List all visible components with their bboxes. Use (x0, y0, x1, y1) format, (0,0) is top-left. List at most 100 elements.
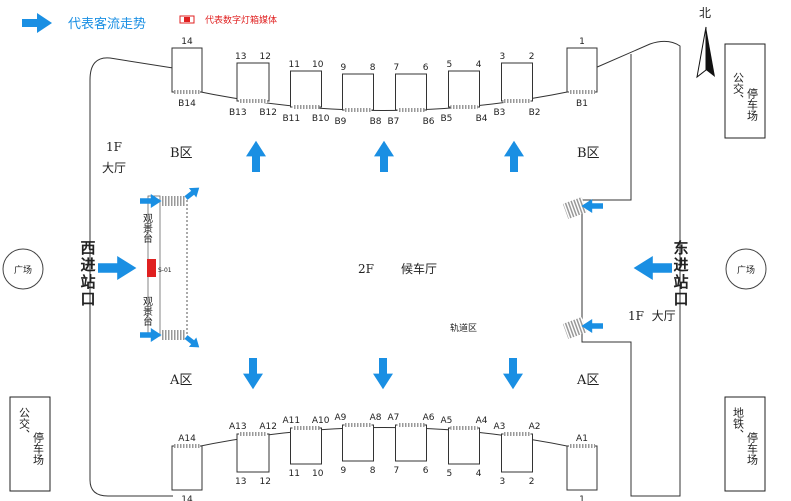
b-platform-num-7: 7 (394, 63, 400, 73)
a-platform-num-14: 14 (181, 495, 193, 501)
a-platform-code-A7: A7 (388, 413, 400, 423)
viewing-platform: 观景台 观景台 S-01 (141, 195, 188, 340)
bus-parking-top-right-line1: 公交、 (732, 72, 745, 105)
legend-flow-label: 代表客流走势 (68, 16, 146, 32)
a-platform-num-7: 7 (394, 466, 400, 476)
a-platform-box-4 (342, 424, 374, 462)
west-entrance-char-2: 进 (80, 256, 95, 274)
a-platform-num-3: 3 (500, 477, 506, 487)
legend: 代表客流走势 代表数字灯箱媒体 (22, 13, 277, 33)
b-platform-hatch-7 (503, 99, 531, 103)
legend-flow-arrow-icon (22, 13, 52, 33)
east-entrance-char-2: 进 (673, 256, 688, 274)
north-compass: 北 (696, 6, 715, 79)
a-platform-hatch-3 (292, 426, 320, 430)
b-platform-hatch-5 (397, 108, 425, 112)
west-lower-arrow-icon (140, 328, 162, 342)
bus-parking-bottom-left: 公交、 停车场 (9, 396, 51, 492)
b-platform-num-14: 14 (181, 37, 193, 47)
b-platform-num-5: 5 (447, 60, 453, 70)
waiting-hall-label: 候车厅 (401, 261, 437, 276)
zone-a-left: A区 (169, 373, 192, 388)
b-up-arrow-3-icon (504, 140, 524, 172)
plaza-left-label: 广场 (14, 264, 32, 276)
track-area-label: 轨道区 (450, 322, 477, 334)
bus-parking-top-right-line2: 停车场 (746, 87, 759, 122)
west-entrance-char-3: 站 (80, 273, 95, 291)
a-platform-hatch-5 (397, 423, 425, 427)
a-platform-num-5: 5 (447, 469, 453, 479)
b-platform-code-B6: B6 (423, 117, 435, 127)
a-platform-box-8 (566, 445, 598, 491)
bus-parking-bottom-left-line1: 公交、 (18, 407, 31, 440)
b-platform-box-3 (290, 70, 322, 108)
b-platform-num-11: 11 (289, 60, 300, 70)
a-platform-box-2 (236, 433, 270, 473)
north-label: 北 (699, 6, 711, 20)
b-platform-box-6 (448, 70, 480, 108)
west-entry-arrow-icon (98, 256, 137, 280)
lightbox-s01-icon (147, 259, 156, 277)
west-entrance-char-1: 西 (80, 239, 95, 257)
b-platform-hatch-2 (239, 99, 267, 103)
lightbox-code: S-01 (158, 267, 172, 274)
b-platform-num-1: 1 (579, 37, 585, 47)
north-arrow-icon (706, 27, 715, 77)
b-platform-box-5 (395, 73, 427, 111)
a-platform-code-A6: A6 (423, 413, 435, 423)
a-platform-num-1: 1 (579, 495, 585, 501)
bus-parking-top-right: 公交、 停车场 (724, 43, 766, 139)
building-outline (89, 40, 681, 497)
viewing-platform-bottom-label: 观景台 (141, 296, 153, 327)
a-platform-box-1 (171, 445, 203, 491)
a-platform-num-10: 10 (312, 469, 324, 479)
b-platform-code-B13: B13 (229, 108, 247, 118)
zone-b-right: B区 (577, 146, 600, 161)
a-platform-num-11: 11 (289, 469, 300, 479)
b-platform-num-2: 2 (529, 52, 535, 62)
a-platform-hatch-7 (503, 432, 531, 436)
a-platform-box-7 (501, 433, 533, 473)
b-platform-code-B11: B11 (283, 114, 301, 124)
b-platform-box-1 (171, 47, 203, 93)
b-platform-num-12: 12 (260, 52, 271, 62)
viewing-platform-top-label: 观景台 (141, 213, 153, 244)
a-platform-code-A11: A11 (283, 416, 301, 426)
b-platform-num-9: 9 (341, 63, 347, 73)
a-platform-hatch-8 (569, 444, 595, 448)
zone-b-left: B区 (170, 146, 193, 161)
plaza-left: 广场 (2, 248, 44, 290)
b-platform-num-6: 6 (423, 63, 429, 73)
b-platform-code-B8: B8 (370, 117, 382, 127)
east-entrance-char-1: 东 (673, 239, 688, 257)
b-platform-hatch-1 (174, 90, 200, 94)
east-entry-arrow-icon (633, 256, 672, 280)
a-down-arrow-2-icon (373, 358, 393, 390)
a-platform-hatch-2 (239, 432, 267, 436)
b-platform-hatch-8 (569, 90, 595, 94)
a-platform-num-9: 9 (341, 466, 347, 476)
legend-lightbox-fill-icon (184, 17, 190, 22)
a-platform-code-A8: A8 (370, 413, 382, 423)
a-platform-box-6 (448, 427, 480, 465)
a-down-arrow-1-icon (243, 358, 263, 390)
b-platform-box-7 (501, 62, 533, 102)
b-up-arrow-2-icon (374, 140, 394, 172)
hall-1f-left-floor: 1F (106, 140, 122, 154)
b-platform-num-4: 4 (476, 60, 482, 70)
b-platform-box-8 (566, 47, 598, 93)
b-platform-code-B5: B5 (441, 114, 453, 124)
a-platform-num-12: 12 (260, 477, 271, 487)
b-platform-code-B7: B7 (388, 117, 400, 127)
b-platform-code-B9: B9 (335, 117, 347, 127)
metro-parking-line1: 地铁、 (732, 407, 745, 440)
b-platform-hatch-6 (450, 105, 478, 109)
west-entrance-char-4: 口 (80, 290, 95, 308)
a-platform-num-13: 13 (235, 477, 246, 487)
hall-2f-label: 2F (358, 262, 374, 276)
plaza-right: 广场 (725, 248, 767, 290)
a-platform-box-5 (395, 424, 427, 462)
b-platform-code-B14: B14 (178, 99, 196, 109)
